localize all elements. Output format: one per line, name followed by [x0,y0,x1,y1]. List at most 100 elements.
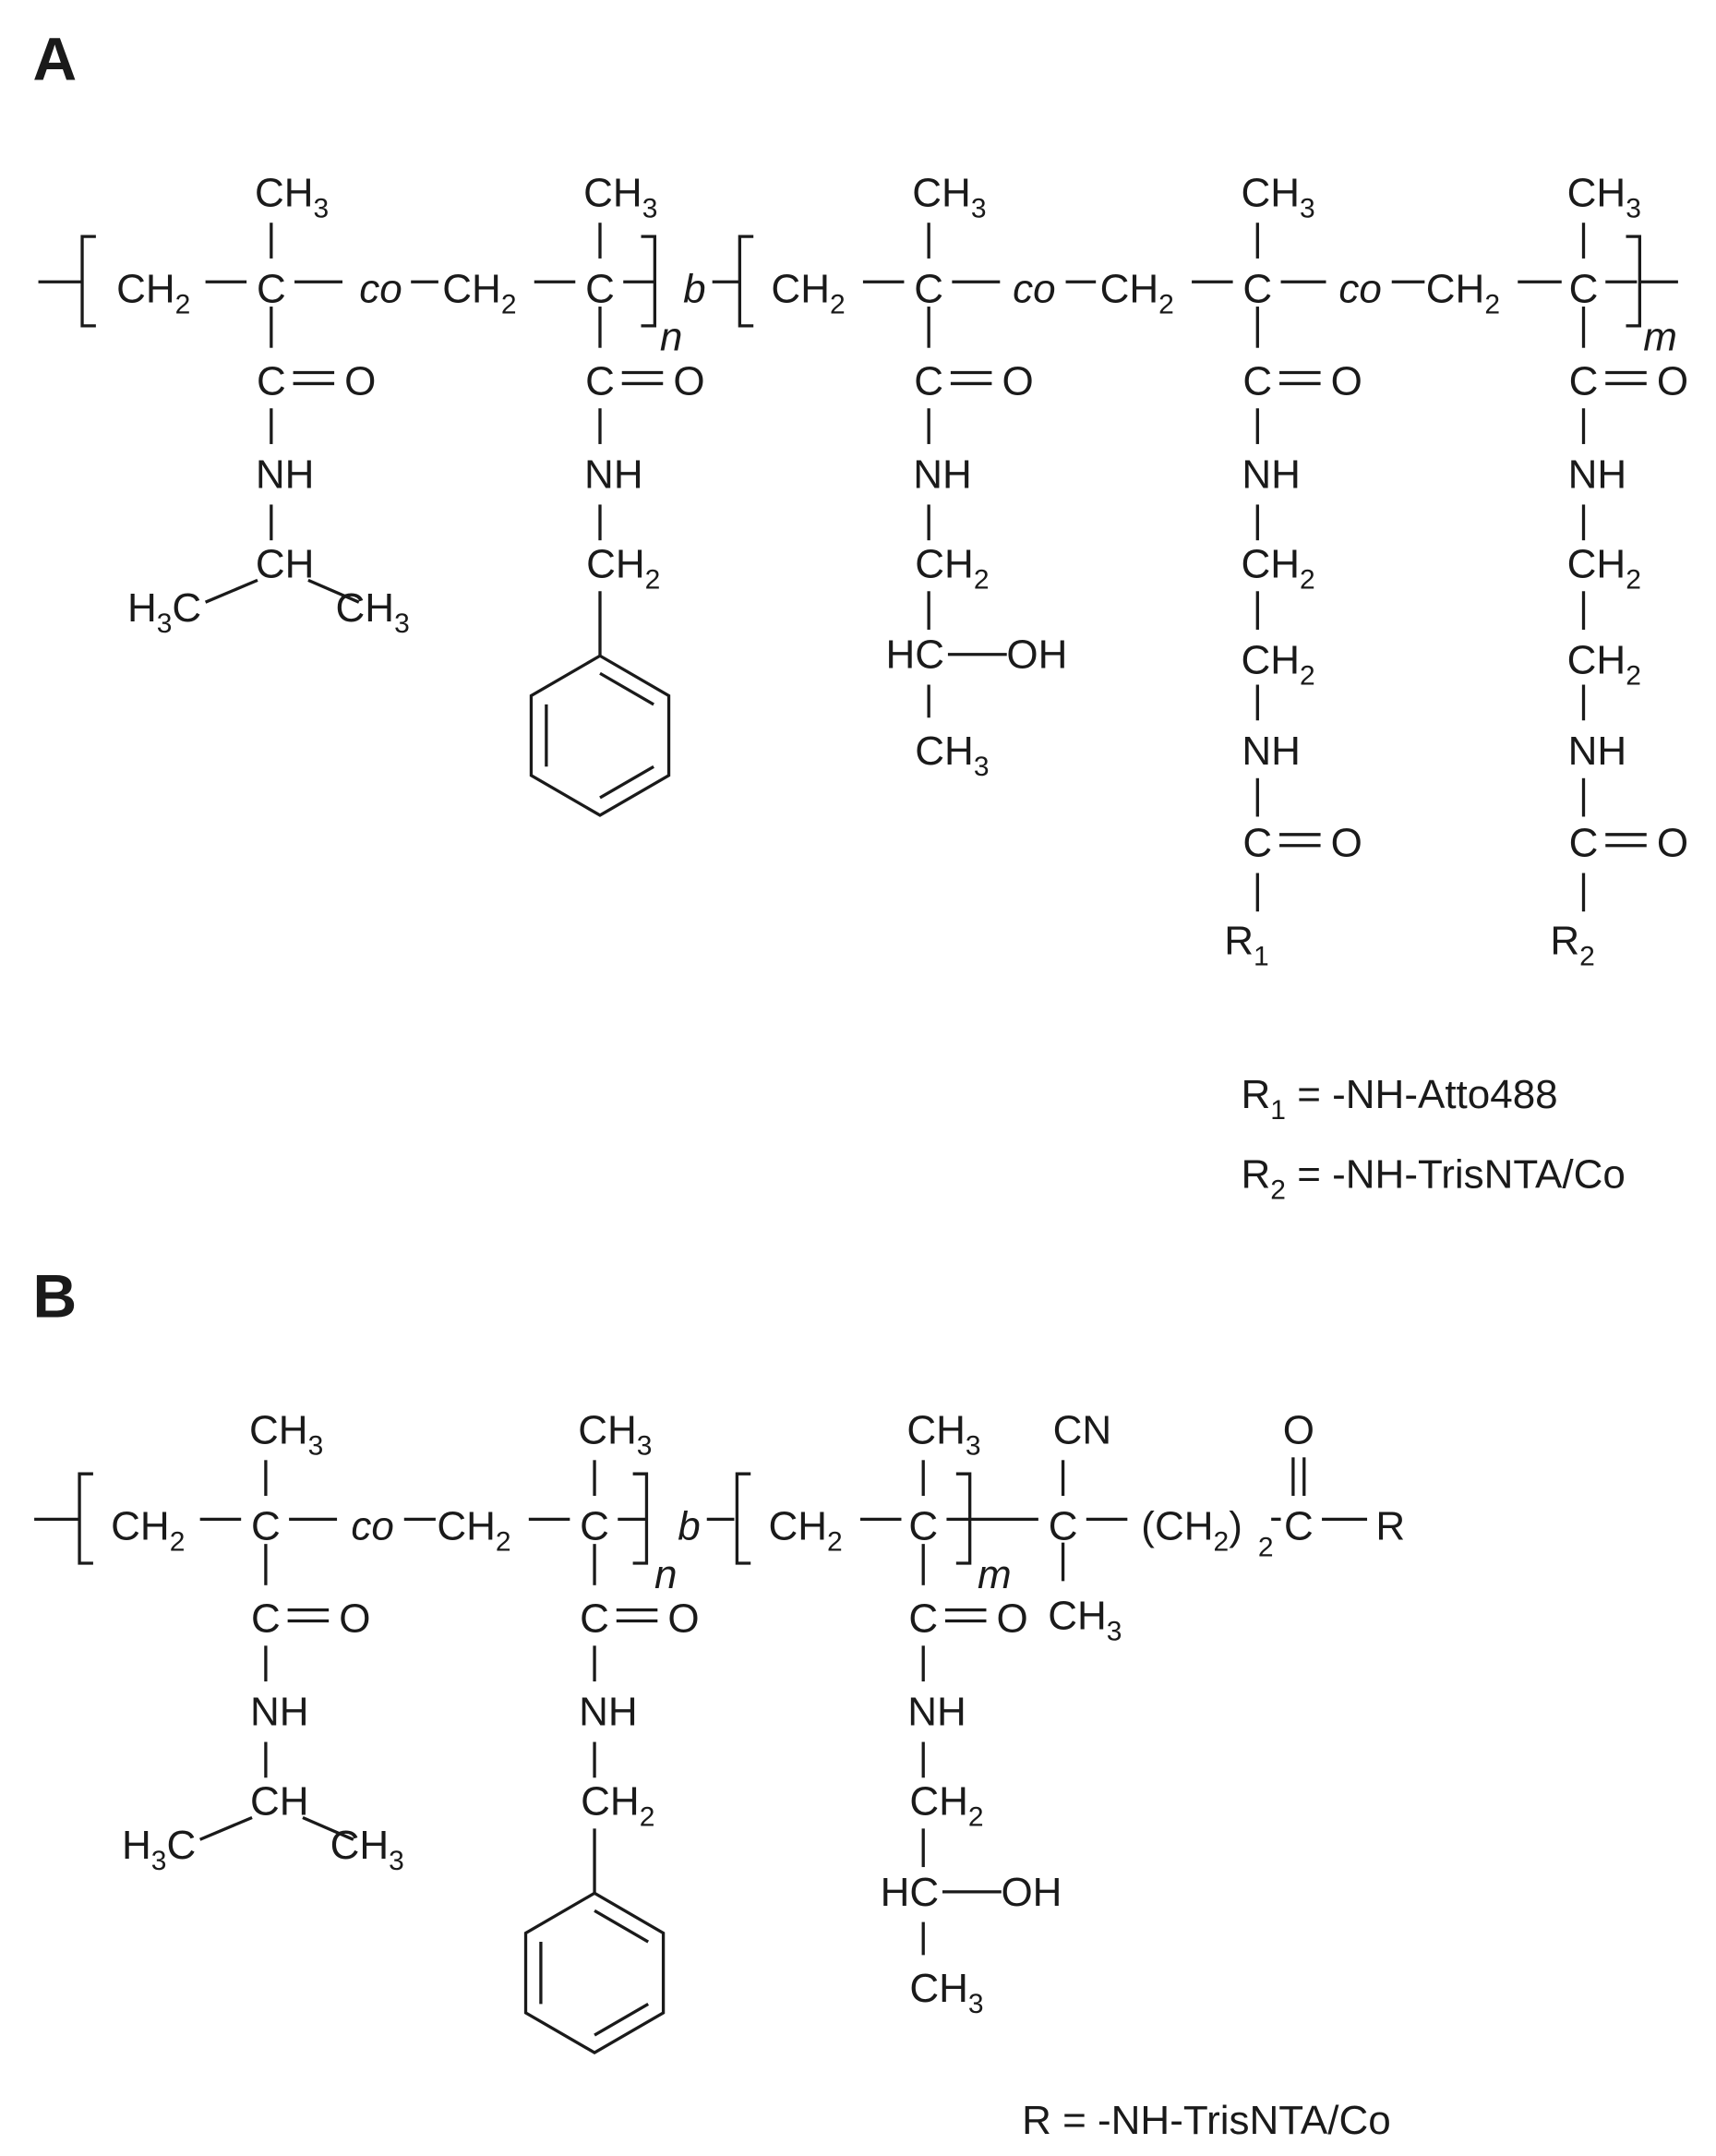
a-c-1: C [257,267,286,312]
b-c-3: C [908,1504,938,1549]
a-c-5: C [1569,267,1599,312]
a-1-ch3-right: CH3 [336,585,410,639]
b-ch2-2: CH2 [437,1504,510,1558]
b-bracket-left-2 [735,1472,751,1565]
a-4-carbonyl-c: C [1242,358,1272,403]
a-3-ch3: CH3 [915,729,989,782]
b-legend-r: R = -NH-TrisNTA/Co [1022,2098,1391,2143]
panel-label-a: A [33,24,78,92]
a-ch2-2: CH2 [442,267,516,320]
b-bracket-right-1 [632,1472,649,1565]
a-2-methyl: CH3 [583,170,657,223]
panel-label-b: B [33,1261,78,1330]
a-5-methyl: CH3 [1567,170,1641,223]
b-c-2: C [580,1504,609,1549]
b-carbonyl-o-end: O [1283,1407,1314,1452]
a-1-bond-ch-ch3-left [204,578,258,604]
a-1-nh: NH [256,452,315,498]
b-3-ch2: CH2 [909,1778,983,1832]
a-c-2: C [585,267,615,312]
b-1-carbonyl-c: C [251,1596,281,1641]
b-b-block: b [678,1504,700,1549]
b-2-nh: NH [579,1690,638,1735]
b-3-ch3: CH3 [909,1966,983,2019]
a-5-carbonyl-o: O [1657,358,1688,403]
b-ch2-chain-count: 2 [1258,1533,1274,1563]
a-5-nh: NH [1568,452,1627,498]
a-3-carbonyl-c: C [914,358,943,403]
a-3-ch2: CH2 [915,541,989,595]
b-co-1: co [351,1504,393,1549]
a-4-carbonyl-c-2: C [1242,821,1272,866]
a-ch2-4: CH2 [1100,267,1174,320]
a-co-1: co [359,267,402,312]
a-2-nh: NH [584,452,643,498]
a-1-ch: CH [256,541,315,586]
a-4-nh: NH [1242,452,1301,498]
b-1-methyl: CH3 [249,1407,323,1461]
bond-lines [34,223,1678,2054]
a-3-methyl: CH3 [912,170,986,223]
a-bracket-right-1 [641,235,657,328]
b-2-ch2: CH2 [581,1778,654,1832]
b-1-bond-ch-ch3-left [199,1815,253,1841]
a-3-hc: HC [886,632,945,678]
b-c-end: C [1049,1504,1078,1549]
a-2-benzene-ring-double [599,671,654,706]
b-2-benzene-ring-double [594,2002,650,2037]
a-1-carbonyl-c: C [257,358,286,403]
a-subscript-n: n [660,315,682,360]
b-subscript-n: n [654,1552,677,1597]
b-ch3-end: CH3 [1048,1593,1122,1646]
b-2-carbonyl-c: C [580,1596,609,1641]
a-ch2-1: CH2 [116,267,190,320]
a-4-carbonyl-o: O [1331,358,1362,403]
b-2-methyl: CH3 [578,1407,652,1461]
b-1-nh: NH [250,1690,309,1735]
a-4-ch2-a: CH2 [1241,541,1314,595]
a-1-bond-ch-ch3-right [307,578,360,604]
a-legend-r1: R1 = -NH-Atto488 [1242,1072,1558,1126]
b-2-carbonyl-o: O [667,1596,699,1641]
b-1-h3c: H3C [122,1823,196,1876]
b-ch2-3: CH2 [768,1504,842,1558]
a-5-ch2-b: CH2 [1567,638,1641,692]
b-bracket-left-1 [78,1472,93,1565]
a-5-carbonyl-o-2: O [1657,821,1688,866]
a-subscript-m: m [1643,315,1677,360]
a-5-ch2-a: CH2 [1567,541,1641,595]
a-5-carbonyl-c-2: C [1569,821,1599,866]
a-bracket-left-1 [80,235,96,328]
a-ch2-5: CH2 [1426,267,1500,320]
b-3-nh: NH [907,1690,966,1735]
a-1-carbonyl-o: O [344,358,376,403]
a-co-2: co [1013,267,1055,312]
b-1-ch3-right: CH3 [330,1823,404,1876]
b-carbonyl-c-end: C [1284,1504,1314,1549]
b-3-carbonyl-o: O [997,1596,1028,1641]
b-subscript-m: m [978,1552,1012,1597]
a-2-benzene-ring [529,654,671,817]
a-c-3: C [914,267,943,312]
b-c-1: C [251,1504,281,1549]
b-ch2-1: CH2 [111,1504,185,1558]
b-3-oh: OH [1001,1870,1062,1915]
a-4-carbonyl-o-2: O [1331,821,1362,866]
b-ch2-chain: (CH2) [1141,1504,1242,1558]
b-2-benzene-ring [523,1891,666,2054]
a-legend-r2: R2 = -NH-TrisNTA/Co [1242,1151,1626,1205]
b-2-benzene-ring-double [594,1909,650,1944]
a-4-methyl: CH3 [1241,170,1314,223]
a-3-nh: NH [913,452,972,498]
a-bracket-left-2 [738,235,754,328]
b-cn: CN [1053,1407,1112,1452]
b-3-carbonyl-c: C [908,1596,938,1641]
a-5-r-group: R2 [1550,918,1594,971]
b-1-bond-ch-ch3-right [302,1815,354,1841]
a-c-4: C [1242,267,1272,312]
b-1-ch: CH [250,1778,309,1824]
a-co-3: co [1338,267,1381,312]
a-4-ch2-b: CH2 [1241,638,1314,692]
